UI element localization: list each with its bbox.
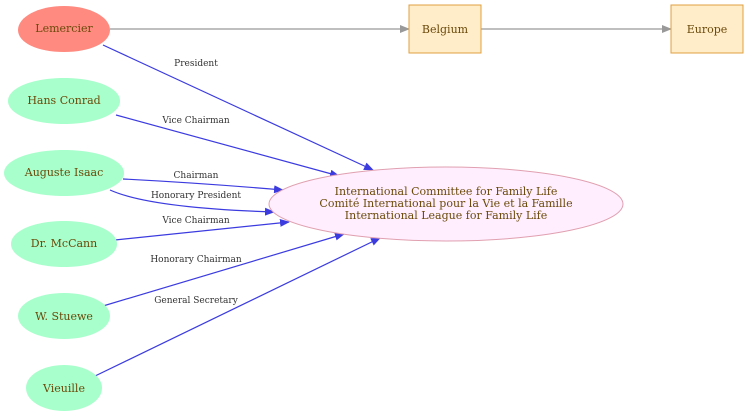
node-shape bbox=[11, 221, 117, 267]
node-europe[interactable]: Europe bbox=[670, 4, 744, 54]
org-name-league: International League for Family Life bbox=[345, 209, 547, 222]
edges bbox=[92, 25, 672, 378]
node-dr-mccann[interactable]: Dr. McCann bbox=[11, 221, 117, 267]
edge-label-chairman: Chairman bbox=[174, 171, 219, 181]
edge-label-vice-chairman-mccann: Vice Chairman bbox=[161, 216, 230, 226]
node-hans-conrad[interactable]: Hans Conrad bbox=[8, 78, 120, 124]
node-label: W. Stuewe bbox=[35, 310, 93, 323]
edge-vieuille-org bbox=[92, 237, 381, 378]
node-shape bbox=[670, 4, 744, 54]
node-shape bbox=[18, 6, 110, 52]
node-shape bbox=[18, 293, 110, 339]
node-organization[interactable]: International Committee for Family Life … bbox=[268, 166, 624, 242]
node-label: Vieuille bbox=[42, 382, 85, 395]
node-shape bbox=[4, 150, 124, 196]
edge-hans-org bbox=[115, 114, 340, 178]
node-label: Belgium bbox=[422, 23, 469, 36]
edge-label-vice-chairman-hans: Vice Chairman bbox=[161, 116, 230, 126]
edge-lemercier-org bbox=[102, 44, 374, 171]
edge-stuewe-org bbox=[102, 232, 345, 307]
node-shape bbox=[26, 365, 102, 411]
edge-label-president: President bbox=[174, 59, 218, 69]
edge-labels: President Vice Chairman Chairman Honorar… bbox=[150, 59, 242, 306]
edge-auguste-org-honorary bbox=[109, 189, 275, 216]
node-label: Hans Conrad bbox=[27, 94, 100, 107]
node-lemercier[interactable]: Lemercier bbox=[18, 6, 110, 52]
node-auguste-isaac[interactable]: Auguste Isaac bbox=[4, 150, 124, 196]
node-vieuille[interactable]: Vieuille bbox=[26, 365, 102, 411]
node-label: Dr. McCann bbox=[31, 237, 97, 250]
edge-auguste-org-chairman bbox=[122, 178, 284, 194]
node-label: Lemercier bbox=[35, 22, 93, 35]
node-belgium[interactable]: Belgium bbox=[408, 4, 482, 54]
node-shape bbox=[408, 4, 482, 54]
node-shape bbox=[8, 78, 120, 124]
edge-label-honorary-chairman: Honorary Chairman bbox=[150, 255, 242, 265]
node-w-stuewe[interactable]: W. Stuewe bbox=[18, 293, 110, 339]
node-label: Europe bbox=[687, 23, 728, 36]
edge-label-general-secretary: General Secretary bbox=[154, 296, 238, 306]
node-shape bbox=[268, 166, 624, 242]
edge-label-honorary-president: Honorary President bbox=[151, 191, 241, 201]
org-name-french: Comité International pour la Vie et la F… bbox=[319, 197, 572, 210]
org-name-english: International Committee for Family Life bbox=[335, 185, 558, 198]
node-label: Auguste Isaac bbox=[24, 166, 104, 179]
edge-mccann-org bbox=[114, 218, 290, 241]
